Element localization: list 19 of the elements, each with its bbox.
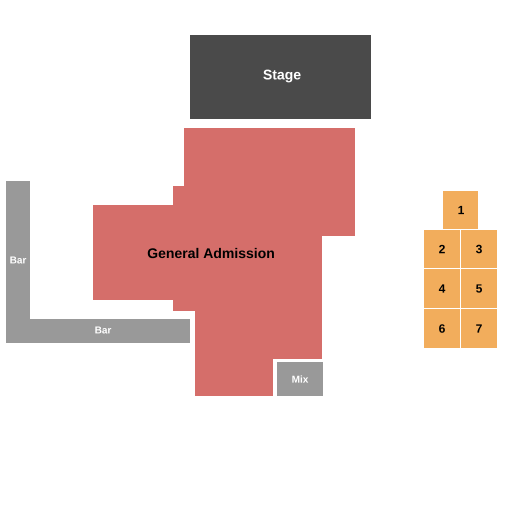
seat-section: 1: [443, 191, 478, 229]
stage-area: Stage: [190, 35, 371, 119]
node-label: 2: [439, 244, 445, 254]
node-label: 6: [439, 324, 445, 333]
seat-section: 6: [424, 309, 460, 348]
node-label: 3: [476, 244, 482, 254]
bar-area: Bar: [30, 319, 190, 343]
node-label: 1: [458, 206, 464, 214]
seat-section: 7: [461, 309, 497, 348]
mix-area: Mix: [277, 362, 323, 396]
seat-section: 5: [461, 269, 497, 308]
node-label: Bar: [95, 326, 112, 334]
bar-area: Bar: [6, 181, 30, 343]
seat-section: 3: [461, 230, 497, 268]
seat-section: 4: [424, 269, 460, 308]
node-label: 4: [438, 284, 446, 293]
node-label: 5: [476, 284, 482, 293]
seat-section: 2: [424, 230, 460, 268]
node-label: 7: [476, 324, 482, 333]
